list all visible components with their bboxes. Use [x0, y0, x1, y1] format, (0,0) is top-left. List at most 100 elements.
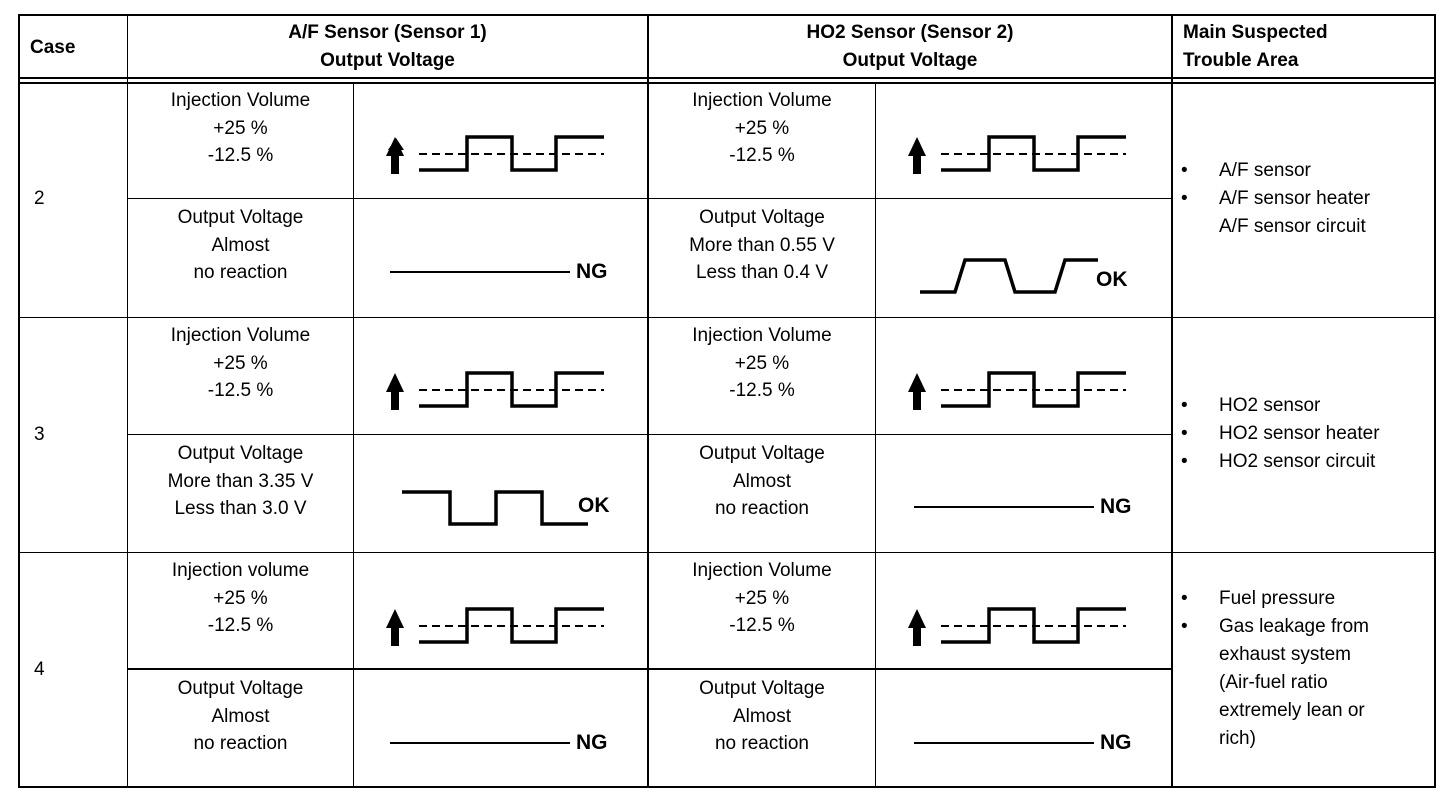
col-divider-1 [127, 14, 128, 788]
text-line: no reaction [714, 733, 809, 754]
text-line: Output Voltage [699, 678, 825, 699]
trouble-area-list: •HO2 sensor •HO2 sensor heater •HO2 sens… [1181, 392, 1380, 476]
text-line: Output Voltage [177, 207, 304, 228]
table-border-right [1434, 14, 1436, 788]
text-line: +25 % [734, 117, 790, 139]
header-divider-2 [18, 82, 1436, 84]
text-line: -12.5 % [207, 145, 274, 166]
header-divider [18, 77, 1436, 79]
list-item: • HO2 sensor circuit [1181, 448, 1380, 476]
header-af-line2: Output Voltage [320, 50, 455, 71]
flat-output-line [914, 742, 1094, 744]
result-ng: NG [1100, 731, 1132, 754]
text-line: More than 0.55 V [689, 234, 835, 256]
bullet-icon: • [1181, 616, 1188, 637]
af-output-label: Output Voltage Almost no reaction [128, 675, 353, 758]
table-border-top [18, 14, 1436, 16]
list-item: • HO2 sensor [1181, 392, 1380, 420]
text-line: no reaction [193, 262, 288, 283]
text-line: -12.5 % [207, 380, 274, 401]
text-line: Output Voltage [699, 443, 825, 464]
trouble-area-list: •Fuel pressure • Gas leakage from exhaust… [1181, 585, 1369, 753]
col-divider-2 [353, 84, 354, 788]
flat-output-line [390, 271, 570, 273]
switching-output-waveform [920, 258, 1098, 294]
flat-output-line [390, 742, 570, 744]
ho2-output-label: Output Voltage Almost no reaction [649, 440, 875, 523]
subrow-divider-1 [128, 198, 1172, 199]
list-item: •A/F sensor [1181, 157, 1370, 185]
subrow-divider-2 [128, 434, 1172, 435]
row-divider-2 [18, 552, 1436, 553]
header-trouble-line2: Trouble Area [1183, 50, 1299, 71]
bullet-icon: • [1181, 395, 1188, 416]
text-line: Output Voltage [177, 443, 304, 464]
list-item-continuation: rich) [1219, 728, 1256, 749]
header-trouble-line1: Main Suspected [1183, 22, 1328, 43]
text-line: -12.5 % [729, 615, 795, 636]
col-divider-5 [1171, 14, 1173, 788]
af-output-label: Output Voltage Almost no reaction [128, 204, 353, 287]
list-item: • A/F sensor heater [1181, 185, 1370, 213]
af-injection-label: Injection Volume +25 % -12.5 % [128, 87, 353, 170]
injection-waveform [386, 607, 604, 646]
bullet-icon: • [1181, 160, 1188, 181]
injection-waveform [908, 607, 1126, 646]
ho2-output-label: Output Voltage More than 0.55 V Less tha… [649, 204, 875, 287]
list-item-label: HO2 sensor circuit [1219, 451, 1376, 472]
text-line: Injection Volume [692, 325, 832, 346]
case-number: 4 [34, 659, 45, 680]
bullet-icon: • [1181, 588, 1188, 609]
row-divider-1 [18, 317, 1436, 318]
ho2-injection-label: Injection Volume +25 % -12.5 % [649, 87, 875, 170]
list-item-continuation: extremely lean or [1219, 700, 1365, 721]
af-output-label: Output Voltage More than 3.35 V Less tha… [128, 440, 353, 523]
text-line: More than 3.35 V [167, 470, 314, 492]
result-ng: NG [1100, 495, 1132, 518]
text-line: +25 % [213, 117, 268, 139]
text-line: +25 % [734, 352, 790, 374]
header-ho2-sensor: HO2 Sensor (Sensor 2) Output Voltage [649, 19, 1171, 75]
injection-waveform [908, 371, 1126, 410]
text-line: Less than 0.4 V [695, 262, 829, 283]
header-trouble-area: Main Suspected Trouble Area [1183, 19, 1328, 75]
text-line: +25 % [213, 587, 268, 609]
text-line: Output Voltage [699, 207, 825, 228]
diagnosis-table: Case A/F Sensor (Sensor 1) Output Voltag… [18, 14, 1436, 788]
col-divider-3 [647, 14, 649, 788]
list-item: • Gas leakage from [1181, 613, 1369, 641]
bullet-icon: • [1181, 451, 1188, 472]
table-border-left [18, 14, 20, 788]
text-line: Injection Volume [170, 90, 311, 111]
result-ok: OK [1096, 268, 1128, 291]
ho2-injection-label: Injection Volume +25 % -12.5 % [649, 557, 875, 640]
flat-output-line [914, 506, 1094, 508]
list-item-continuation: A/F sensor circuit [1219, 216, 1366, 237]
header-af-sensor: A/F Sensor (Sensor 1) Output Voltage [128, 19, 647, 75]
text-line: -12.5 % [729, 380, 795, 401]
list-item-label: A/F sensor heater [1219, 188, 1371, 209]
header-case: Case [30, 37, 76, 58]
col-divider-4 [875, 84, 876, 788]
injection-waveform [386, 371, 604, 410]
trouble-area-list: •A/F sensor • A/F sensor heater A/F senso… [1181, 157, 1370, 241]
text-line: Less than 3.0 V [174, 498, 307, 519]
text-line: +25 % [734, 587, 790, 609]
text-line: Almost [732, 705, 792, 727]
af-injection-label: Injection volume +25 % -12.5 % [128, 557, 353, 640]
text-line: Injection Volume [692, 90, 832, 111]
bullet-icon: • [1181, 188, 1188, 209]
text-line: -12.5 % [207, 615, 274, 636]
text-line: Almost [732, 470, 792, 492]
bullet-icon: • [1181, 423, 1188, 444]
switching-output-waveform [402, 490, 588, 526]
case-number: 3 [34, 424, 45, 445]
list-item-label: Gas leakage from [1219, 616, 1369, 637]
injection-waveform [386, 135, 604, 174]
list-item-continuation: exhaust system [1219, 644, 1351, 665]
text-line: no reaction [714, 498, 809, 519]
list-item: •Fuel pressure [1181, 585, 1369, 613]
table-border-bottom [18, 786, 1436, 788]
text-line: Injection Volume [170, 325, 311, 346]
list-item-label: HO2 sensor [1219, 395, 1321, 416]
